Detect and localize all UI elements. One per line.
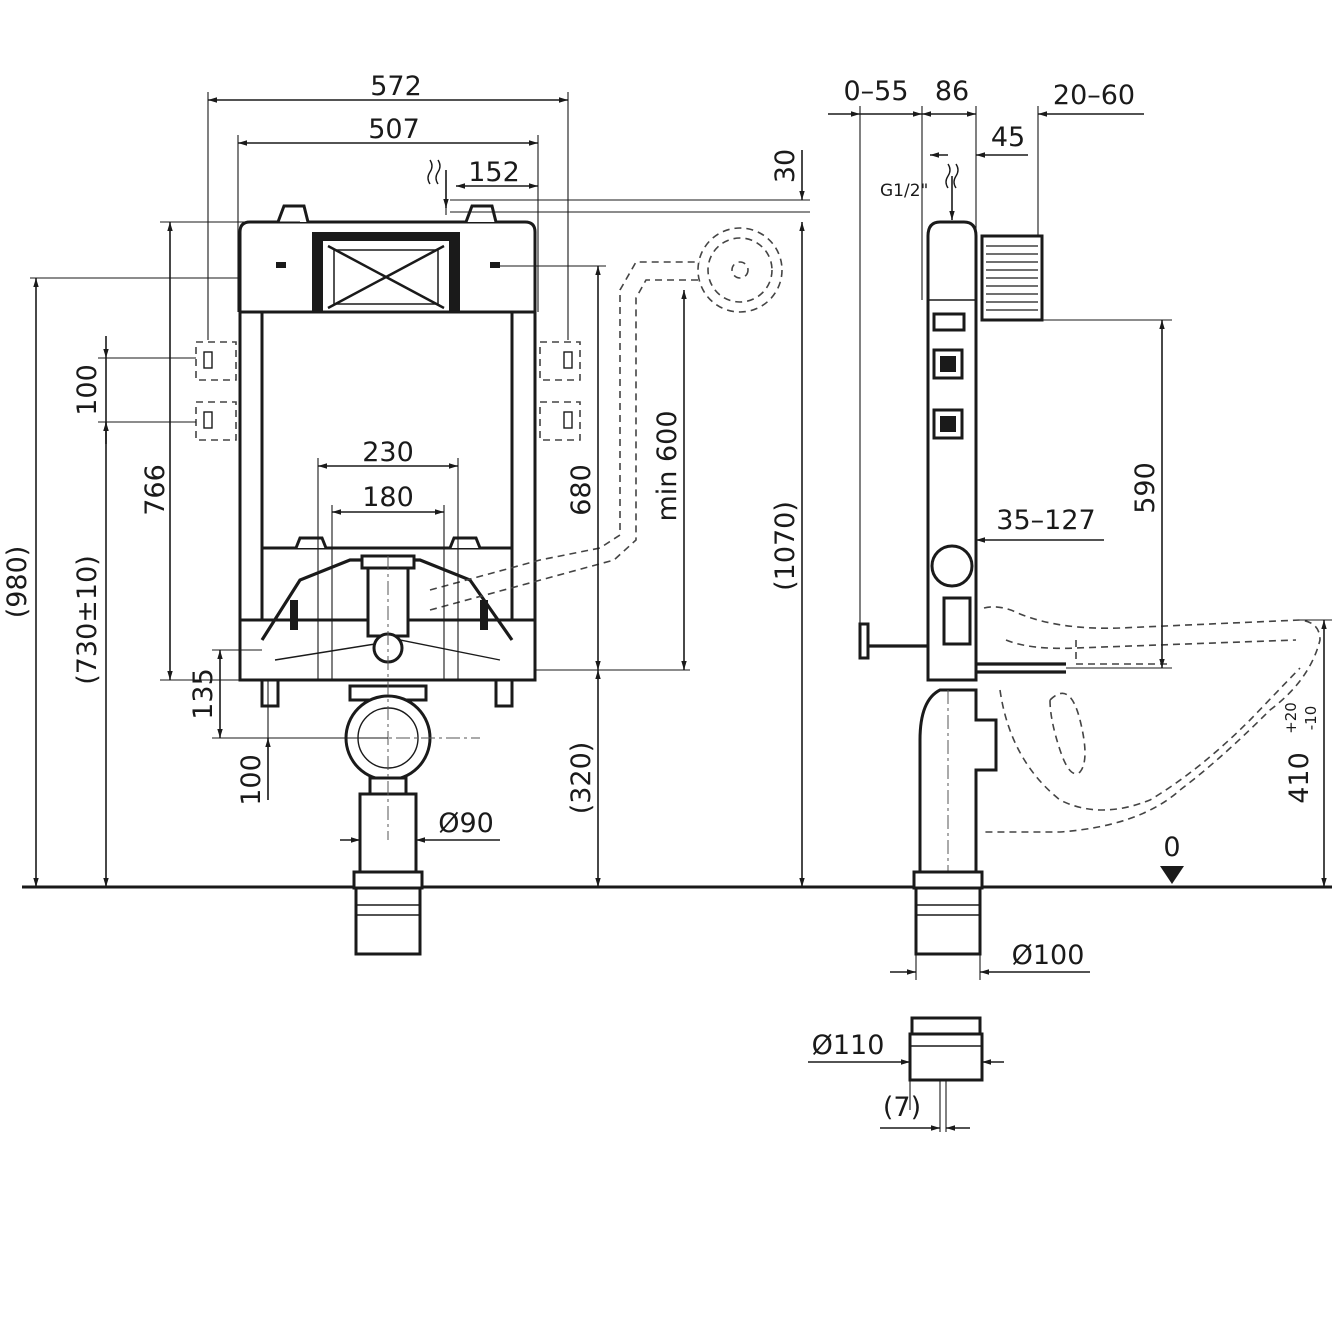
dim-45: 45: [991, 122, 1025, 153]
side-view: [858, 220, 1321, 956]
side-drain-pipe: [914, 886, 982, 956]
hanger-right: [464, 204, 498, 223]
adapter-detail: Ø110 (7): [808, 1016, 1004, 1132]
dim-100-upper: 100: [72, 364, 103, 416]
dim-20-60: 20–60: [1053, 80, 1135, 111]
dim-1070: (1070): [770, 501, 801, 591]
dim-diameter-100: Ø100: [1012, 940, 1085, 971]
tol-plus: +20: [1282, 702, 1300, 734]
floor-marker-icon: [1160, 866, 1184, 884]
adapter-body: [908, 1032, 984, 1082]
dim-230: 230: [362, 437, 414, 468]
dim-507: 507: [368, 114, 420, 145]
side-dimensions: 0–55 86 20–60 45 G1/2" 590 35–127 410 +2…: [828, 76, 1332, 980]
dim-diameter-110: Ø110: [812, 1030, 885, 1061]
thread-label: G1/2": [880, 181, 928, 201]
dim-135: 135: [188, 668, 219, 720]
dim-680: 680: [566, 464, 597, 516]
dim-35-127: 35–127: [996, 505, 1095, 536]
dim-offset-7: (7): [883, 1092, 921, 1123]
dim-590: 590: [1130, 462, 1161, 514]
dim-diameter-90: Ø90: [438, 808, 494, 839]
drain-pipe-lower: [354, 886, 422, 956]
front-dimensions: 572 507 152 (980) (730±10) 100 766: [2, 71, 810, 887]
dim-86: 86: [935, 76, 969, 107]
dim-30: 30: [770, 149, 801, 183]
tol-minus: -10: [1302, 706, 1320, 731]
dim-180: 180: [362, 482, 414, 513]
rail-left: [238, 310, 264, 642]
dim-730: (730±10): [72, 555, 103, 685]
dim-100-lower: 100: [236, 754, 267, 806]
dim-572: 572: [370, 71, 422, 102]
dim-min-600: min 600: [652, 410, 683, 521]
dim-320: (320): [566, 742, 597, 815]
hanger-left: [276, 204, 310, 223]
toilet-bowl-outline: [983, 606, 1321, 833]
dim-766: 766: [140, 464, 171, 516]
side-drain-bend: [918, 688, 998, 878]
dim-0-55: 0–55: [843, 76, 908, 107]
dim-980: (980): [2, 546, 33, 619]
front-view: [195, 204, 783, 956]
rail-right: [510, 310, 537, 642]
floor-level-zero: 0: [1163, 832, 1180, 863]
dim-410: 410: [1284, 752, 1315, 804]
dim-152: 152: [468, 157, 520, 188]
